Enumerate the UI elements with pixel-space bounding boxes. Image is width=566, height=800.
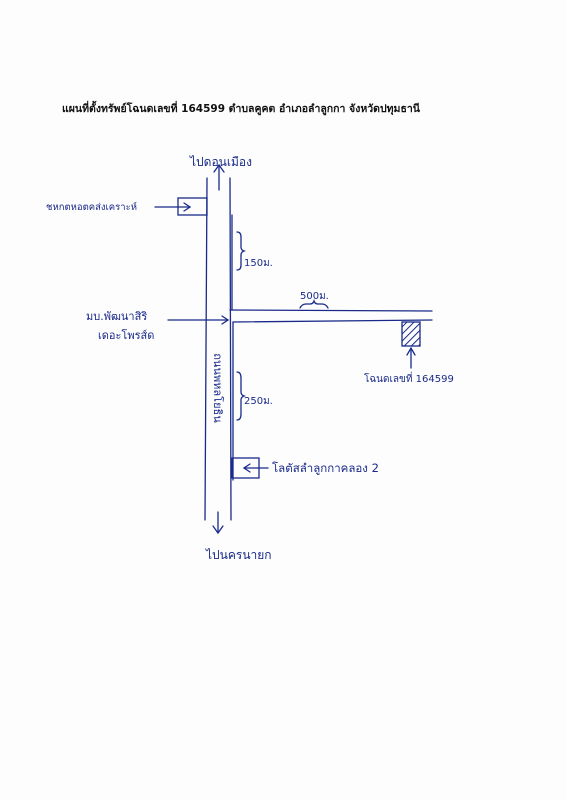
main-road-right-edge xyxy=(229,177,232,521)
side-road-top-edge xyxy=(229,309,433,312)
main-road-left-edge xyxy=(204,177,208,521)
landmark-mid-pointer-head xyxy=(221,315,230,325)
brace-250 xyxy=(236,371,247,421)
road-name-label: ถนนพหลโยธิน xyxy=(211,353,225,423)
label-to-south: ไปนครนายก xyxy=(206,548,272,562)
label-landmark-mid-2: เดอะโพรส์ด xyxy=(98,329,155,342)
label-landmark-mid-1: มบ.พัฒนาสิริ xyxy=(86,310,148,323)
land-parcel-164599 xyxy=(401,321,421,347)
label-dist-500: 500ม. xyxy=(300,291,329,302)
brace-500 xyxy=(299,298,329,309)
south-arrowhead xyxy=(212,525,224,535)
side-road-bottom-edge xyxy=(232,319,433,323)
brace-150 xyxy=(236,231,247,271)
landmark-bottom-pointer-head xyxy=(242,463,251,473)
map-title: แผนที่ตั้งทรัพย์โฉนดเลขที่ 164599 ตำบลคู… xyxy=(62,103,420,115)
label-landmark-top: ชหกตหอตคส่งเคราะห์ xyxy=(46,202,137,213)
label-to-north: ไปดอนเมือง xyxy=(190,155,252,169)
label-dist-250: 250ม. xyxy=(244,396,273,407)
label-landmark-bottom: โลตัสลำลูกกาคลอง 2 xyxy=(272,461,379,475)
north-arrowhead xyxy=(213,163,225,173)
parcel-pointer-head xyxy=(406,346,416,356)
landmark-top-pointer-head xyxy=(183,202,192,212)
label-parcel: โฉนดเลขที่ 164599 xyxy=(364,374,454,385)
label-dist-150: 150ม. xyxy=(244,258,273,269)
